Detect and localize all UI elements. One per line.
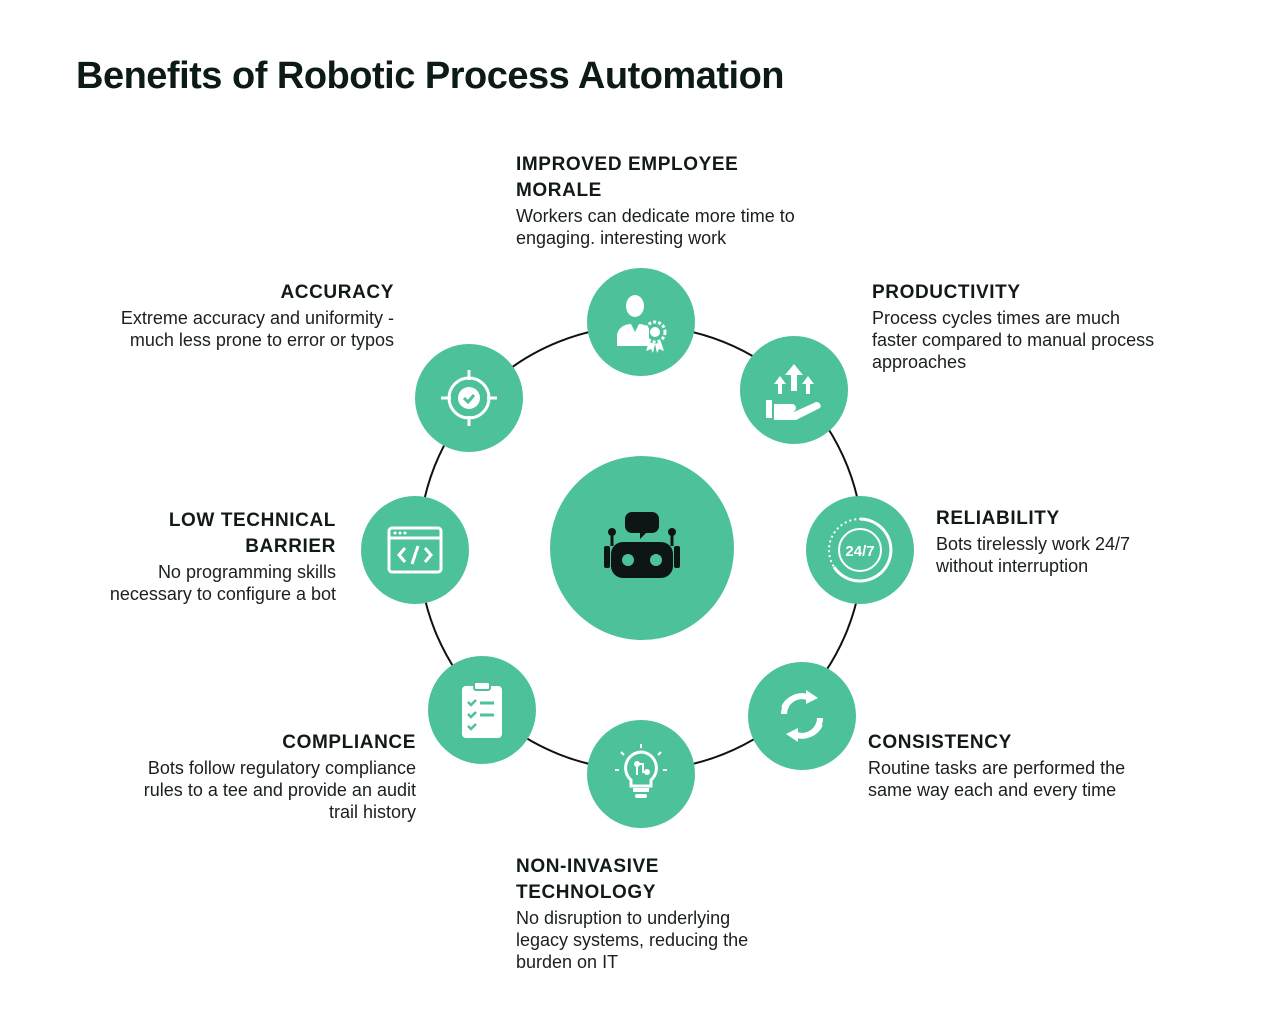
benefit-heading: NON-INVASIVE TECHNOLOGY [516, 856, 660, 903]
benefit-node-low-technical-barrier [361, 496, 469, 604]
benefit-heading: COMPLIANCE [282, 732, 416, 753]
benefit-label-productivity: PRODUCTIVITY Process cycles times are mu… [872, 280, 1162, 373]
svg-text:24/7: 24/7 [845, 543, 874, 560]
clock-24-7-icon: 24/7 [828, 517, 893, 583]
benefit-description: No programming skills necessary to confi… [109, 562, 336, 604]
robot-chat-icon [604, 512, 680, 578]
benefit-description: No disruption to underlying legacy syste… [516, 908, 749, 972]
benefit-label-improved-employee-morale: IMPROVED EMPLOYEE MORALE Workers can ded… [516, 152, 816, 249]
code-window-icon [387, 526, 443, 574]
benefit-node-reliability: 24/7 [806, 496, 914, 604]
benefit-description: Workers can dedicate more time to engagi… [516, 206, 795, 248]
benefit-heading: PRODUCTIVITY [872, 282, 1021, 303]
benefit-label-low-technical-barrier: LOW TECHNICAL BARRIER No programming ski… [76, 508, 336, 605]
benefit-label-compliance: COMPLIANCE Bots follow regulatory compli… [140, 730, 416, 823]
benefit-label-non-invasive-technology: NON-INVASIVE TECHNOLOGY No disruption to… [516, 854, 786, 973]
cycle-arrows-icon [781, 690, 823, 742]
benefit-node-consistency [748, 662, 856, 770]
benefit-node-accuracy [415, 344, 523, 452]
benefit-heading: IMPROVED EMPLOYEE MORALE [516, 154, 739, 201]
benefit-node-compliance [428, 656, 536, 764]
benefit-node-improved-employee-morale [587, 268, 695, 376]
benefit-heading: LOW TECHNICAL BARRIER [168, 510, 336, 557]
benefit-description: Routine tasks are performed the same way… [868, 758, 1126, 800]
center-robot-node [550, 456, 734, 640]
benefit-label-accuracy: ACCURACY Extreme accuracy and uniformity… [108, 280, 394, 351]
benefit-heading: ACCURACY [280, 282, 394, 303]
target-check-icon [441, 370, 497, 426]
benefit-label-reliability: RELIABILITY Bots tirelessly work 24/7 wi… [936, 506, 1176, 577]
clipboard-checklist-icon [462, 681, 502, 738]
lightbulb-circuit-icon [615, 744, 667, 798]
benefit-label-consistency: CONSISTENCY Routine tasks are performed … [868, 730, 1168, 801]
benefit-description: Bots tirelessly work 24/7 without interr… [936, 534, 1131, 576]
benefit-heading: CONSISTENCY [868, 732, 1012, 753]
benefit-description: Extreme accuracy and uniformity - much l… [120, 308, 394, 350]
benefit-description: Bots follow regulatory compliance rules … [143, 758, 416, 822]
benefit-node-productivity [740, 336, 848, 444]
benefit-node-non-invasive-technology [587, 720, 695, 828]
benefit-description: Process cycles times are much faster com… [872, 308, 1155, 372]
page-title: Benefits of Robotic Process Automation [76, 55, 785, 97]
hand-arrows-up-icon [766, 364, 821, 420]
benefit-heading: RELIABILITY [936, 508, 1060, 529]
employee-award-icon [617, 295, 667, 353]
